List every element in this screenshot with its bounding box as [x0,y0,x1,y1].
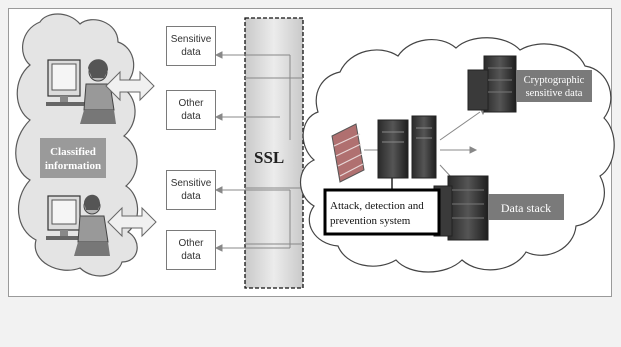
data-box-line2: data [181,251,201,262]
double-arrow-top [105,70,155,102]
central-servers-icon [377,115,437,179]
ids-label-line1: Attack, detection and [330,200,424,212]
cloud-connectors [439,107,487,179]
data-box-sensitive-1: Sensitive data [166,26,216,66]
data-box-other-2: Other data [166,230,216,270]
data-box-sensitive-2: Sensitive data [166,170,216,210]
ids-label-line2: prevention system [330,215,411,227]
crypto-label-line1: Cryptographic [524,75,585,86]
datastack-label: Data stack [501,201,551,215]
data-box-line2: data [181,191,201,202]
double-arrow-bottom [107,206,157,238]
crypto-label-line2: sensitive data [526,88,583,99]
crypto-server-icon [467,55,517,113]
datastack-label-bg [488,194,564,220]
data-box-line1: Other [178,98,204,109]
workstation-bottom [46,194,110,256]
data-box-line1: Other [178,238,204,249]
crypto-label-bg [516,70,592,102]
data-box-other-1: Other data [166,90,216,130]
classified-label-line2: information [45,160,101,172]
workstation-top [46,59,116,124]
firewall-icon [331,123,365,183]
datastack-server-icon [433,175,489,241]
ids-box [323,188,441,236]
data-box-line2: data [181,111,201,122]
classified-label-line1: Classified [50,146,96,158]
ssl-layer [244,17,304,289]
classified-label-bg [40,138,106,178]
data-box-line1: Sensitive [170,178,212,189]
ssl-label: SSL [254,148,285,167]
data-box-line1: Sensitive [170,34,212,45]
data-box-line2: data [181,47,201,58]
